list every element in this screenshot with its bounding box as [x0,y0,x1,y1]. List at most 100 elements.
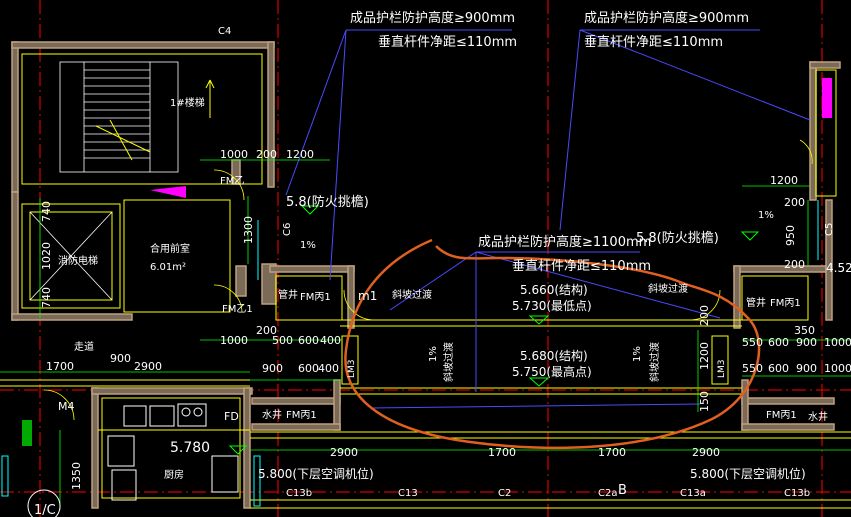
label-water-well-1: 水井 [262,408,282,421]
label-ac-left: 5.800(下层空调机位) [258,466,374,481]
label-fire-eave-left: 5.8(防火挑檐) [286,194,369,210]
dim-950: 950 [784,225,797,246]
cyan-elements [27,200,819,517]
note-top-left-line1: 成品护栏防护高度≥900mm [350,10,515,26]
dim-200-r2: 200 [784,258,805,271]
window-marker-left [1,455,9,497]
dimension-lines [0,159,851,510]
dim-400-b: 400 [318,362,339,375]
axis-bubble-label: 1/C [34,503,56,517]
dim-1000-r2: 1000 [824,362,851,375]
door-swings [43,139,813,421]
dim-900-r2: 900 [796,362,817,375]
label-elev-high-mid: 5.750(最高点) [512,364,592,379]
dim-200-top: 200 [256,148,277,161]
dim-600-a: 600 [298,334,319,347]
dim-200-vertical: 200 [698,305,711,326]
level-markers [228,205,760,455]
label-m1: m1 [358,289,377,303]
label-water-well-2: 水井 [808,410,828,423]
label-bottom-b: B [618,483,627,498]
label-fm-c1-b: FM丙1 [770,298,801,309]
stair-arrow [95,79,215,161]
label-slope-up-right: 1% [758,210,774,221]
label-fm-top: FM乙 [220,175,244,187]
dim-900-left-2: 900 [110,352,131,365]
label-bottom-c2: C2 [498,488,511,499]
label-fm-mid: FM乙1 [222,303,253,315]
kitchen-fixtures [107,403,239,501]
dim-2900-bottom-left: 2900 [330,446,358,459]
stair-treads [59,61,179,173]
dim-1700-bottom-b: 1700 [598,446,626,459]
label-c5: C5 [824,223,835,236]
note-center-line2: 垂直杆件净距≤110mm [512,259,651,274]
label-m4: M4 [58,400,75,413]
label-slope-mid-left: 1% [428,346,439,362]
label-elev-struct-mid: 5.680(结构) [520,348,588,363]
label-bottom-c13: C13 [398,488,418,499]
dim-1300: 1300 [242,216,255,244]
label-pipe-well-2: 管井 [746,296,766,309]
dim-1200-top: 1200 [286,148,314,161]
label-stair: 1#楼梯 [170,96,205,109]
label-pipe-well-1: 管井 [278,288,298,301]
label-bottom-c13b: C13b [286,488,312,499]
label-ramp-vertical-right: 斜坡过渡 [648,342,661,382]
label-slope-up-left: 1% [300,240,316,251]
dim-1700-left: 1700 [46,360,74,373]
label-elev-low-top: 5.730(最低点) [512,299,592,313]
dim-400-a: 400 [320,334,341,347]
dim-1000-r: 1000 [824,336,851,349]
dim-550-a: 550 [742,336,763,349]
dim-1000-top: 1000 [220,148,248,161]
dim-150: 150 [698,391,711,412]
dim-900-r: 900 [796,336,817,349]
magenta-markers [150,78,832,198]
label-lm-right: LM3 [717,359,727,378]
note-top-right-line2: 垂直杆件净距≤110mm [584,35,723,50]
label-fire-eave-right: 4.52 [826,261,851,275]
dim-1350: 1350 [70,462,83,490]
label-kitchen-elev: 5.780 [170,440,210,456]
dim-1700-bottom-a: 1700 [488,446,516,459]
label-bottom-c13b-right: C13b [784,488,810,499]
label-lm-left: LM3 [347,359,357,378]
walls [11,41,841,509]
label-fm-c1-c: FM丙1 [286,410,317,421]
dim-900-left: 900 [262,362,283,375]
note-center-line1: 成品护栏防护高度≥1100mm [478,234,651,250]
label-c6: C6 [282,223,293,236]
label-walkway: 走道 [74,340,94,353]
dim-600-r2: 600 [768,362,789,375]
dim-1000-mid: 1000 [220,334,248,347]
label-fm-c1-d: FM丙1 [766,410,797,421]
yellow-outlines [0,53,851,509]
label-ramp-right: 斜坡过渡 [648,282,688,295]
label-elevator: 消防电梯 [58,254,98,267]
note-top-left-line2: 垂直杆件净距≤110mm [378,35,517,50]
label-refuge-area: 6.01m² [150,262,186,273]
leader-lines [285,29,811,409]
note-top-right-line1: 成品护栏防护高度≥900mm [584,10,749,26]
elevator-shaft-cross [29,211,113,301]
dim-200-mid: 200 [256,324,277,337]
dim-500: 500 [272,334,293,347]
label-ac-right: 5.800(下层空调机位) [690,466,806,481]
dim-2900-bottom-right: 2900 [692,446,720,459]
review-markup-circle [344,238,761,450]
dim-740-a: 740 [40,201,53,222]
label-kitchen: 厨房 [164,468,184,481]
label-bottom-c2a: C2a [598,488,617,499]
dim-600-r: 600 [768,336,789,349]
dim-1200-vertical: 1200 [698,342,711,370]
label-ramp-vertical-left: 斜坡过渡 [442,342,455,382]
dim-600-b: 600 [298,362,319,375]
dim-1200-right-top: 1200 [770,174,798,187]
door-marker-m4 [22,420,32,446]
dim-350: 350 [794,324,815,337]
dim-550-b: 550 [742,362,763,375]
dim-740-b: 740 [40,287,53,308]
